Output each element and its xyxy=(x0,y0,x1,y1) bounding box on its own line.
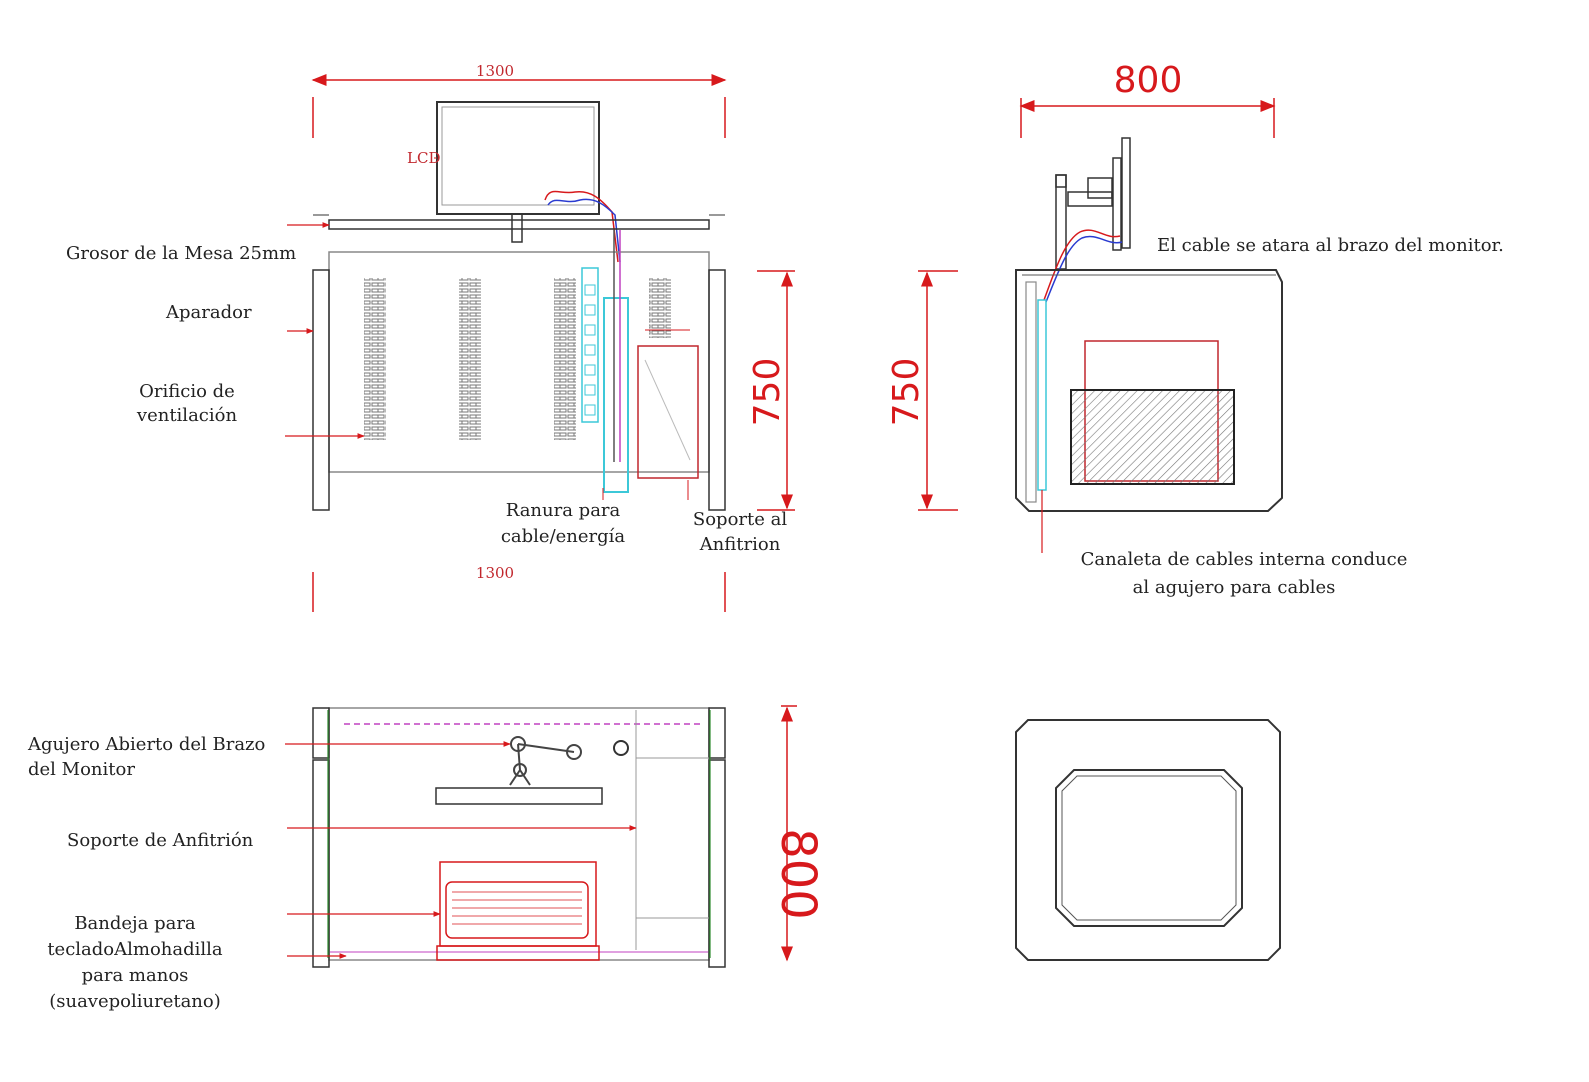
vent-slot-2 xyxy=(459,278,481,440)
side-view: 800 El cable se atara al brazo del monit… xyxy=(886,60,1504,598)
front-width-top-value: 1300 xyxy=(476,62,514,80)
tray-label-line3: para manos xyxy=(82,965,189,986)
top-view: Agujero Abierto del Brazo del Monitor So… xyxy=(27,705,826,1012)
arm-hole-label-line1: Agujero Abierto del Brazo xyxy=(27,734,265,755)
front-view: 1300 LCD Grosor de la Mesa 25mm Aparador… xyxy=(66,62,795,612)
slot-label-line1: Ranura para xyxy=(506,500,621,521)
front-width-bottom-value: 1300 xyxy=(476,564,514,582)
sideboard-label: Aparador xyxy=(165,302,252,323)
vent-slot-1 xyxy=(364,278,386,440)
channel-label-line1: Canaleta de cables interna conduce xyxy=(1081,549,1408,570)
keyboard-tray xyxy=(439,861,597,947)
plan-inset-inner xyxy=(1061,775,1237,921)
slot-label-line2: cable/energía xyxy=(501,526,626,547)
wrist-pad xyxy=(436,945,600,961)
tray-label-line2: tecladoAlmohadilla xyxy=(47,939,223,960)
monitor-arm-top xyxy=(509,736,582,786)
host-support-line1: Soporte al xyxy=(693,509,787,530)
vent-label-line2: ventilación xyxy=(136,405,238,426)
plan-inset-outer xyxy=(1055,769,1243,927)
top-depth-value: 800 xyxy=(770,828,826,920)
keyboard xyxy=(445,881,589,939)
plan-view xyxy=(1015,719,1281,961)
data-cable xyxy=(547,198,621,263)
power-strip xyxy=(581,267,599,423)
host-pc-side xyxy=(1070,389,1235,485)
vent-slot-3 xyxy=(554,278,576,440)
arm-hole xyxy=(613,740,629,756)
tray-label-line1: Bandeja para xyxy=(74,913,196,934)
lcd-monitor xyxy=(436,101,600,215)
side-depth-value: 800 xyxy=(1114,60,1183,101)
host-support-line2: Anfitrion xyxy=(699,534,781,555)
front-height-value: 750 xyxy=(747,358,788,427)
side-height-value: 750 xyxy=(886,358,927,427)
right-leg xyxy=(708,269,726,511)
monitor-arm-side xyxy=(1055,137,1131,270)
host-support-top-label: Soporte de Anfitrión xyxy=(67,830,254,851)
arm-hole-label-line2: del Monitor xyxy=(28,759,135,780)
sideboard-side xyxy=(1015,269,1283,512)
lcd-label: LCD xyxy=(407,149,440,167)
host-support xyxy=(637,345,699,479)
desk-top xyxy=(328,219,710,230)
power-cable xyxy=(544,190,619,263)
monitor-base-top xyxy=(435,787,603,805)
desk-thickness-label: Grosor de la Mesa 25mm xyxy=(66,243,296,264)
tray-label-line4: (suavepoliuretano) xyxy=(49,991,221,1012)
cable-slot xyxy=(603,297,629,493)
cable-channel xyxy=(1037,299,1047,491)
plan-outline xyxy=(1015,719,1281,961)
vent-slot-4 xyxy=(649,278,671,338)
left-leg xyxy=(312,269,330,511)
channel-label-line2: al agujero para cables xyxy=(1133,577,1336,598)
cable-note: El cable se atara al brazo del monitor. xyxy=(1157,235,1504,256)
vent-label-line1: Orificio de xyxy=(139,381,235,402)
